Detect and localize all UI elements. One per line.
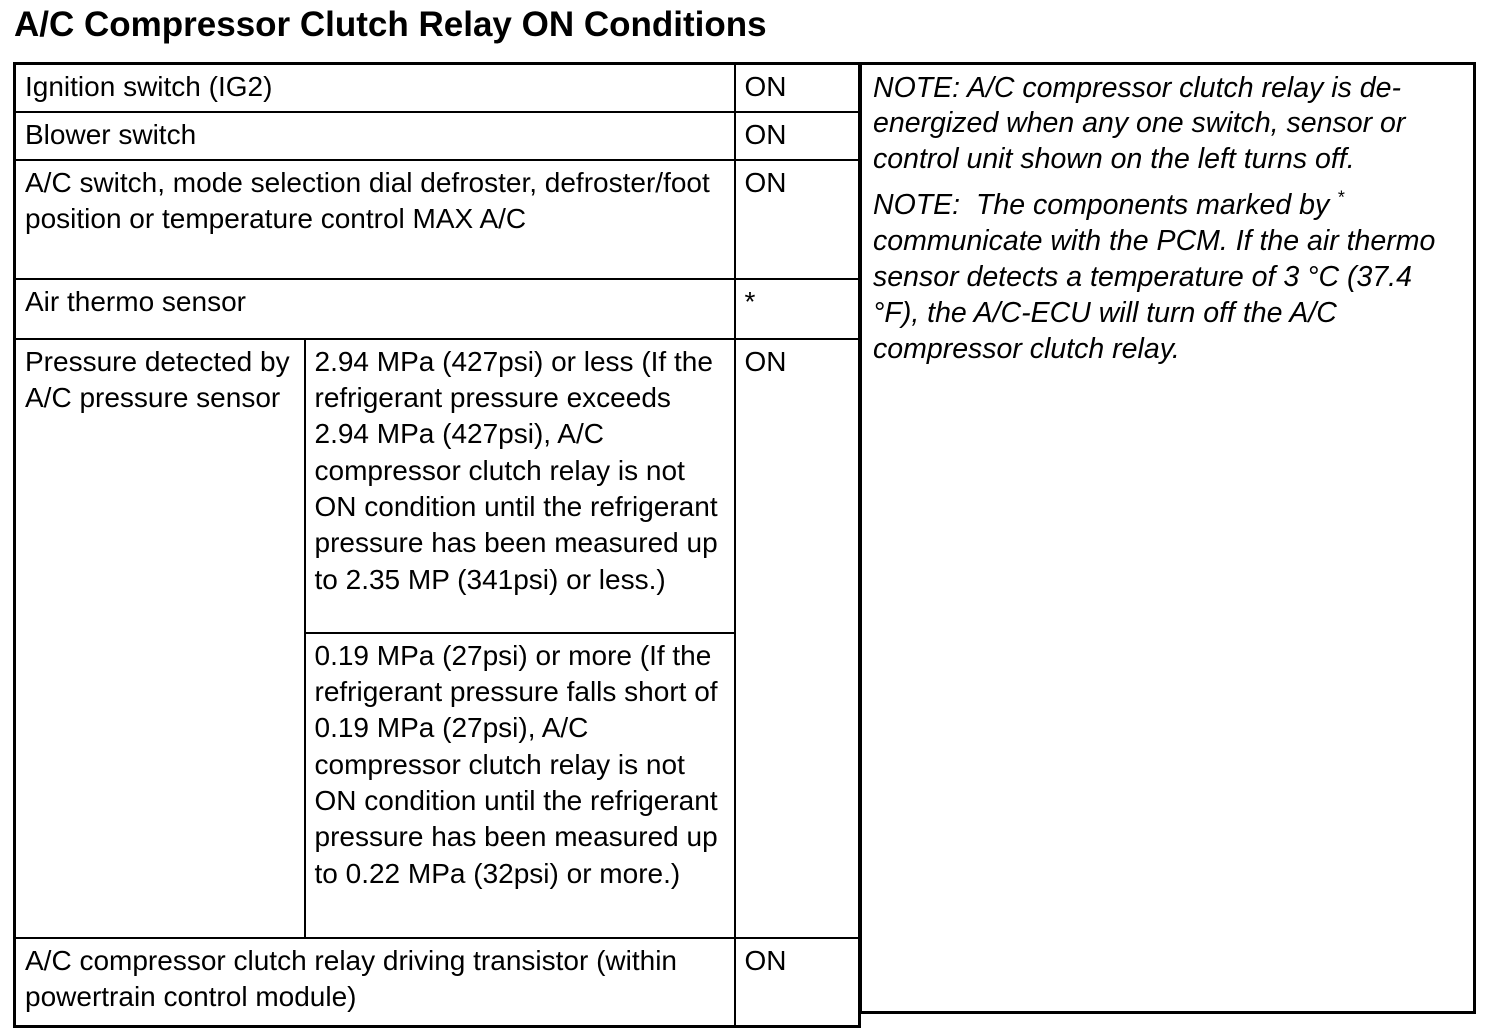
- condition-state: ON: [733, 110, 861, 161]
- table-row-ignition-switch: Ignition switch (IG2) ON: [13, 62, 861, 113]
- note-asterisk-components: NOTE: The components marked by * communi…: [873, 188, 1465, 368]
- table-row-pressure-sensor-low: 0.19 MPa (27psi) or more (If the refrige…: [15, 631, 860, 939]
- condition-label: A/C compressor clutch relay driving tran…: [13, 936, 736, 1027]
- table-row-pressure-sensor-high: Pressure detected by A/C pressure sensor…: [13, 337, 861, 939]
- condition-label: Air thermo sensor: [13, 277, 736, 340]
- page-title: A/C Compressor Clutch Relay ON Condition…: [14, 5, 767, 44]
- table-row-blower-switch: Blower switch ON: [13, 110, 861, 161]
- condition-state: ON: [733, 158, 861, 280]
- asterisk-marker: *: [1337, 187, 1345, 208]
- note-text: NOTE: A/C compressor clutch relay is de-…: [873, 71, 1414, 176]
- pressure-condition-high: 2.94 MPa (427psi) or less (If the refrig…: [303, 337, 736, 634]
- note-text: communicate with the PCM. If the air the…: [873, 189, 1444, 365]
- condition-label: Blower switch: [13, 110, 736, 161]
- table-row-ac-switch: A/C switch, mode selection dial defroste…: [13, 158, 861, 280]
- table-row-driving-transistor: A/C compressor clutch relay driving tran…: [13, 936, 861, 1027]
- condition-state: ON: [733, 936, 861, 1027]
- note-de-energized: NOTE: A/C compressor clutch relay is de-…: [873, 71, 1465, 179]
- pressure-condition-low: 0.19 MPa (27psi) or more (If the refrige…: [303, 631, 736, 939]
- condition-label: A/C switch, mode selection dial defroste…: [13, 158, 736, 280]
- condition-state: ON: [733, 62, 861, 113]
- condition-state: ON: [733, 337, 861, 939]
- note-text: NOTE: The components marked by: [873, 189, 1338, 222]
- table-row-air-thermo-sensor: Air thermo sensor *: [13, 277, 861, 340]
- condition-label: Ignition switch (IG2): [13, 62, 736, 113]
- conditions-table: Ignition switch (IG2) ON Blower switch O…: [13, 61, 862, 1028]
- notes-panel: NOTE: A/C compressor clutch relay is de-…: [859, 61, 1477, 1014]
- asterisk-marker: *: [733, 277, 861, 340]
- content-layout: Ignition switch (IG2) ON Blower switch O…: [13, 61, 1504, 1028]
- condition-label: Pressure detected by A/C pressure sensor: [13, 337, 306, 939]
